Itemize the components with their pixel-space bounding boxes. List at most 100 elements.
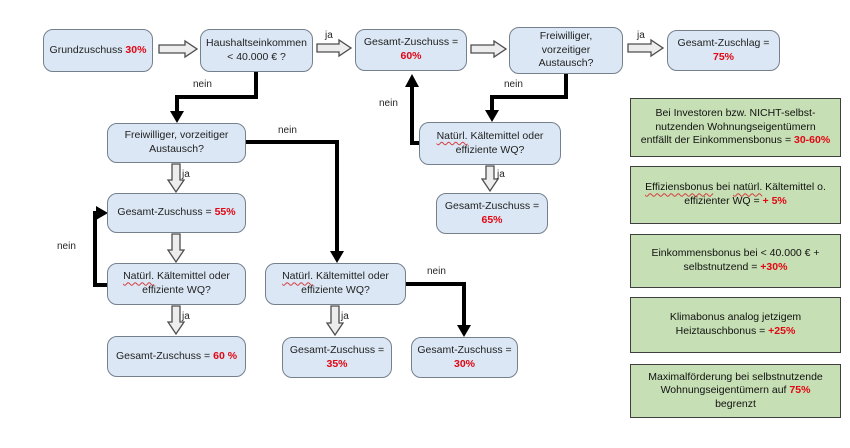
node-text: Gesamt-Zuschuss = 30% bbox=[417, 344, 511, 371]
node-text: Grundzuschuss 30% bbox=[50, 44, 147, 58]
arrowhead bbox=[170, 111, 184, 123]
edge-label-einkommen-nein: nein bbox=[193, 79, 212, 90]
node-kaeltemittel-right: Natürl. Kältemittel oder effiziente WQ? bbox=[419, 122, 561, 165]
edge-label-kaeltemittel-left-nein: nein bbox=[57, 241, 76, 252]
text-part: Natürl. bbox=[282, 270, 314, 283]
text-part: Kältemittel oder effiziente WQ? bbox=[142, 270, 230, 296]
block-arrow-grundzuschuss-einkommen bbox=[158, 39, 199, 59]
note-text: Einkommensbonus bei < 40.000 € + selbstn… bbox=[651, 247, 819, 274]
text-part: Natürl. bbox=[436, 129, 468, 142]
text-part: 30-60% bbox=[794, 134, 831, 147]
node-text: Gesamt-Zuschlag = 75% bbox=[678, 37, 770, 64]
note-klimabonus: Klimabonus analog jetzigem Heiztauschbon… bbox=[630, 297, 841, 353]
node-text: Gesamt-Zuschuss = 55% bbox=[117, 206, 235, 220]
arrowhead bbox=[96, 206, 108, 220]
text-part: Bei Investoren bzw. NICHT-selbst- nutzen… bbox=[640, 107, 816, 147]
node-text: Natürl. Kältemittel oder effiziente WQ? bbox=[437, 130, 544, 157]
edge-label-kaeltemittel-mid-ja: ja bbox=[341, 311, 349, 322]
node-kaeltemittel-mid: Natürl. Kältemittel oder effiziente WQ? bbox=[265, 263, 406, 305]
text-part: Gesamt-Zuschuss = bbox=[363, 36, 459, 49]
text-part: 55% bbox=[214, 206, 236, 219]
connector-kaeltemittel-left-nein bbox=[93, 211, 107, 287]
node-text: Gesamt-Zuschuss = 65% bbox=[445, 200, 539, 227]
text-part: Einkommensbonus bei < 40.000 € + selbstn… bbox=[651, 247, 820, 273]
edge-label-austausch-top-nein: nein bbox=[504, 79, 523, 90]
connector-austausch-top-nein bbox=[490, 72, 568, 111]
text-part: Klimabonus analog jetzigem Heiztauschbon… bbox=[669, 311, 802, 337]
text-part: Gesamt-Zuschlag = bbox=[677, 36, 770, 49]
block-arrow-kaeltemittel-mid-ja bbox=[325, 305, 345, 337]
note-effizienzbonus: Effiziensbonus bei natürl. Kältemittel o… bbox=[630, 166, 841, 224]
text-part: 75% bbox=[789, 384, 811, 397]
note-text: Effiziensbonus bei natürl. Kältemittel o… bbox=[645, 181, 826, 208]
text-part: Kältemittel oder effiziente WQ? bbox=[455, 129, 544, 156]
block-arrow-kaeltemittel-right-ja bbox=[480, 165, 500, 193]
note-text: Bei Investoren bzw. NICHT-selbst- nutzen… bbox=[641, 107, 830, 148]
node-text: Natürl. Kältemittel oder effiziente WQ? bbox=[123, 270, 230, 297]
edge-label-austausch-left-nein: nein bbox=[278, 125, 297, 136]
arrowhead bbox=[330, 251, 344, 263]
connector-austausch-left-nein bbox=[246, 140, 339, 252]
text-part: + 5% bbox=[762, 195, 787, 207]
text-part: 30% bbox=[125, 43, 147, 56]
text-part: 30% bbox=[453, 357, 475, 370]
text-part: Maximalförderung bei selbstnutzende Wohn… bbox=[648, 370, 823, 397]
text-part: Haushaltseinkommen < 40.000 € ? bbox=[206, 36, 307, 63]
text-part: Gesamt-Zuschuss = bbox=[115, 349, 214, 362]
note-text: Klimabonus analog jetzigem Heiztauschbon… bbox=[670, 311, 801, 338]
node-text: Natürl. Kältemittel oder effiziente WQ? bbox=[282, 270, 389, 297]
note-einkommensbonus: Einkommensbonus bei < 40.000 € + selbstn… bbox=[630, 234, 841, 288]
text-part: Gesamt-Zuschuss = bbox=[417, 343, 512, 356]
text-part: 60 % bbox=[213, 349, 238, 362]
node-grundzuschuss: Grundzuschuss 30% bbox=[43, 29, 153, 72]
edge-label-kaeltemittel-right-ja: ja bbox=[497, 169, 505, 180]
text-part: bei bbox=[713, 181, 734, 194]
edge-label-austausch-left-ja: ja bbox=[182, 169, 190, 180]
block-arrow-austausch-left-ja bbox=[166, 163, 186, 194]
edge-label-austausch-top-ja: ja bbox=[637, 30, 645, 41]
node-haushaltseinkommen: Haushaltseinkommen < 40.000 € ? bbox=[200, 29, 313, 72]
node-text: Haushaltseinkommen < 40.000 € ? bbox=[206, 37, 307, 64]
text-part: Gesamt-Zuschuss = bbox=[289, 343, 385, 356]
connector-einkommen-nein bbox=[175, 72, 258, 112]
block-arrow-einkommen-ja bbox=[316, 38, 353, 58]
text-part: Freiwilliger, vorzeitiger Austausch? bbox=[124, 129, 229, 155]
text-part: Grundzuschuss bbox=[49, 43, 126, 56]
node-gesamt-zuschuss-35: Gesamt-Zuschuss = 35% bbox=[282, 337, 392, 378]
text-part: 65% bbox=[481, 213, 503, 226]
text-part: Kältemittel oder effiziente WQ? bbox=[301, 270, 389, 296]
text-part: Gesamt-Zuschuss = bbox=[117, 206, 215, 219]
text-part: Freiwilliger, vorzeitiger Austausch? bbox=[538, 30, 594, 70]
text-part: Gesamt-Zuschuss = bbox=[444, 199, 540, 212]
text-part: Natürl. bbox=[123, 270, 155, 283]
text-part: begrenzt bbox=[715, 397, 756, 410]
node-freiwilliger-austausch-left: Freiwilliger, vorzeitiger Austausch? bbox=[107, 123, 246, 163]
node-gesamt-zuschuss-60-links: Gesamt-Zuschuss = 60 % bbox=[107, 336, 246, 377]
text-part: natürl. bbox=[733, 181, 763, 194]
node-gesamt-zuschuss-55: Gesamt-Zuschuss = 55% bbox=[107, 193, 246, 233]
node-text: Freiwilliger, vorzeitiger Austausch? bbox=[125, 129, 229, 156]
block-arrow-zuschuss60-austausch bbox=[470, 39, 508, 59]
connector-kaeltemittel-mid-nein bbox=[406, 282, 466, 326]
node-text: Freiwilliger, vorzeitiger Austausch? bbox=[539, 30, 594, 71]
note-investoren-einkommensbonus: Bei Investoren bzw. NICHT-selbst- nutzen… bbox=[630, 98, 841, 157]
text-part: +30% bbox=[760, 261, 788, 273]
arrowhead bbox=[405, 74, 419, 87]
block-arrow-zuschuss55-kaeltemittel bbox=[166, 233, 186, 264]
text-part: +25% bbox=[768, 325, 796, 337]
text-part: 35% bbox=[326, 357, 348, 370]
node-kaeltemittel-left: Natürl. Kältemittel oder effiziente WQ? bbox=[107, 263, 246, 305]
block-arrow-kaeltemittel-left-ja bbox=[166, 305, 186, 336]
node-gesamt-zuschuss-30: Gesamt-Zuschuss = 30% bbox=[411, 337, 518, 378]
text-part: 60% bbox=[400, 50, 422, 62]
text-part: 75% bbox=[712, 50, 734, 63]
node-text: Gesamt-Zuschuss = 60% bbox=[364, 36, 458, 63]
arrowhead bbox=[457, 325, 471, 337]
node-text: Gesamt-Zuschuss = 60 % bbox=[116, 350, 237, 364]
edge-label-kaeltemittel-left-ja: ja bbox=[182, 311, 190, 322]
node-gesamt-zuschuss-65: Gesamt-Zuschuss = 65% bbox=[436, 193, 548, 234]
edge-label-kaeltemittel-right-nein: nein bbox=[379, 98, 398, 109]
edge-label-einkommen-ja: ja bbox=[325, 30, 333, 41]
